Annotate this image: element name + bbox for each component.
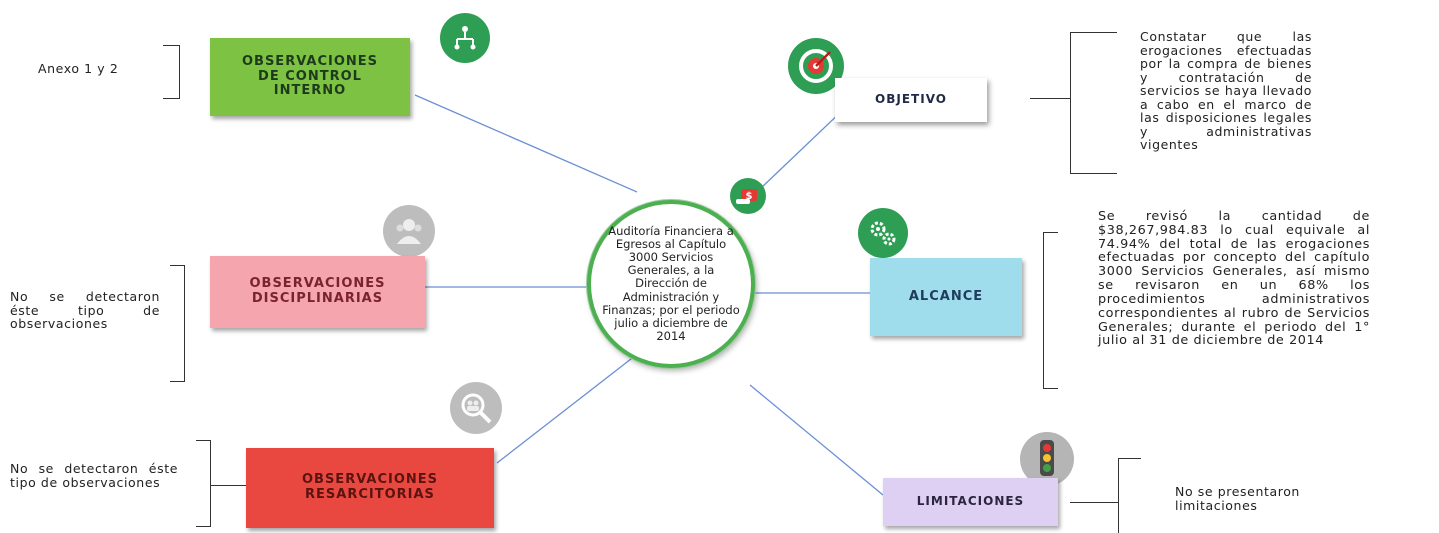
gears-icon <box>858 208 908 258</box>
connector-limitaciones <box>749 384 884 496</box>
traffic-light-icon <box>1020 432 1074 486</box>
note-limitaciones: No se presentaron limitaciones <box>1175 484 1300 513</box>
bracket-resarcitorias <box>196 440 211 527</box>
note-control-interno: Anexo 1 y 2 <box>38 61 119 76</box>
note-resarcitorias: No se detectaron éste tipo de observacio… <box>10 461 178 490</box>
bracket-alcance <box>1043 232 1058 389</box>
note-disciplinarias: No se detectaron éste tipo de observacio… <box>10 289 160 331</box>
magnifier-people-icon <box>450 382 502 434</box>
user-group-icon <box>383 205 435 257</box>
note-alcance: Se revisó la cantidad de $38,267,984.83 … <box>1098 209 1370 349</box>
box-alcance: ALCANCE <box>870 258 1022 336</box>
bracket-resarcitorias-connector <box>210 485 246 486</box>
bracket-objetivo-connector <box>1030 98 1070 99</box>
note-objetivo: Constatar que las erogaciones efectuadas… <box>1140 29 1312 152</box>
bracket-control-interno <box>163 45 180 99</box>
connector-resarcitorias <box>496 351 641 464</box>
box-observaciones-disciplinarias: OBSERVACIONES DISCIPLINARIAS <box>210 256 425 328</box>
money-hand-icon: $ <box>730 178 766 214</box>
bracket-limitaciones <box>1118 458 1141 533</box>
svg-text:$: $ <box>746 191 753 202</box>
bracket-limitaciones-connector <box>1070 502 1118 503</box>
connector-control-interno <box>414 94 638 193</box>
box-limitaciones: LIMITACIONES <box>883 478 1058 526</box>
box-observaciones-resarcitorias: OBSERVACIONES RESARCITORIAS <box>246 448 494 528</box>
bracket-objetivo <box>1070 32 1117 174</box>
org-chart-icon <box>440 13 490 63</box>
box-observaciones-control-interno: OBSERVACIONES DE CONTROL INTERNO <box>210 38 410 116</box>
central-audit-circle: Auditoría Financiera a Egresos al Capítu… <box>587 200 755 368</box>
central-audit-text: Auditoría Financiera a Egresos al Capítu… <box>602 223 740 344</box>
bracket-disciplinarias <box>170 265 185 382</box>
target-icon <box>788 38 844 94</box>
box-objetivo: OBJETIVO <box>835 78 987 122</box>
